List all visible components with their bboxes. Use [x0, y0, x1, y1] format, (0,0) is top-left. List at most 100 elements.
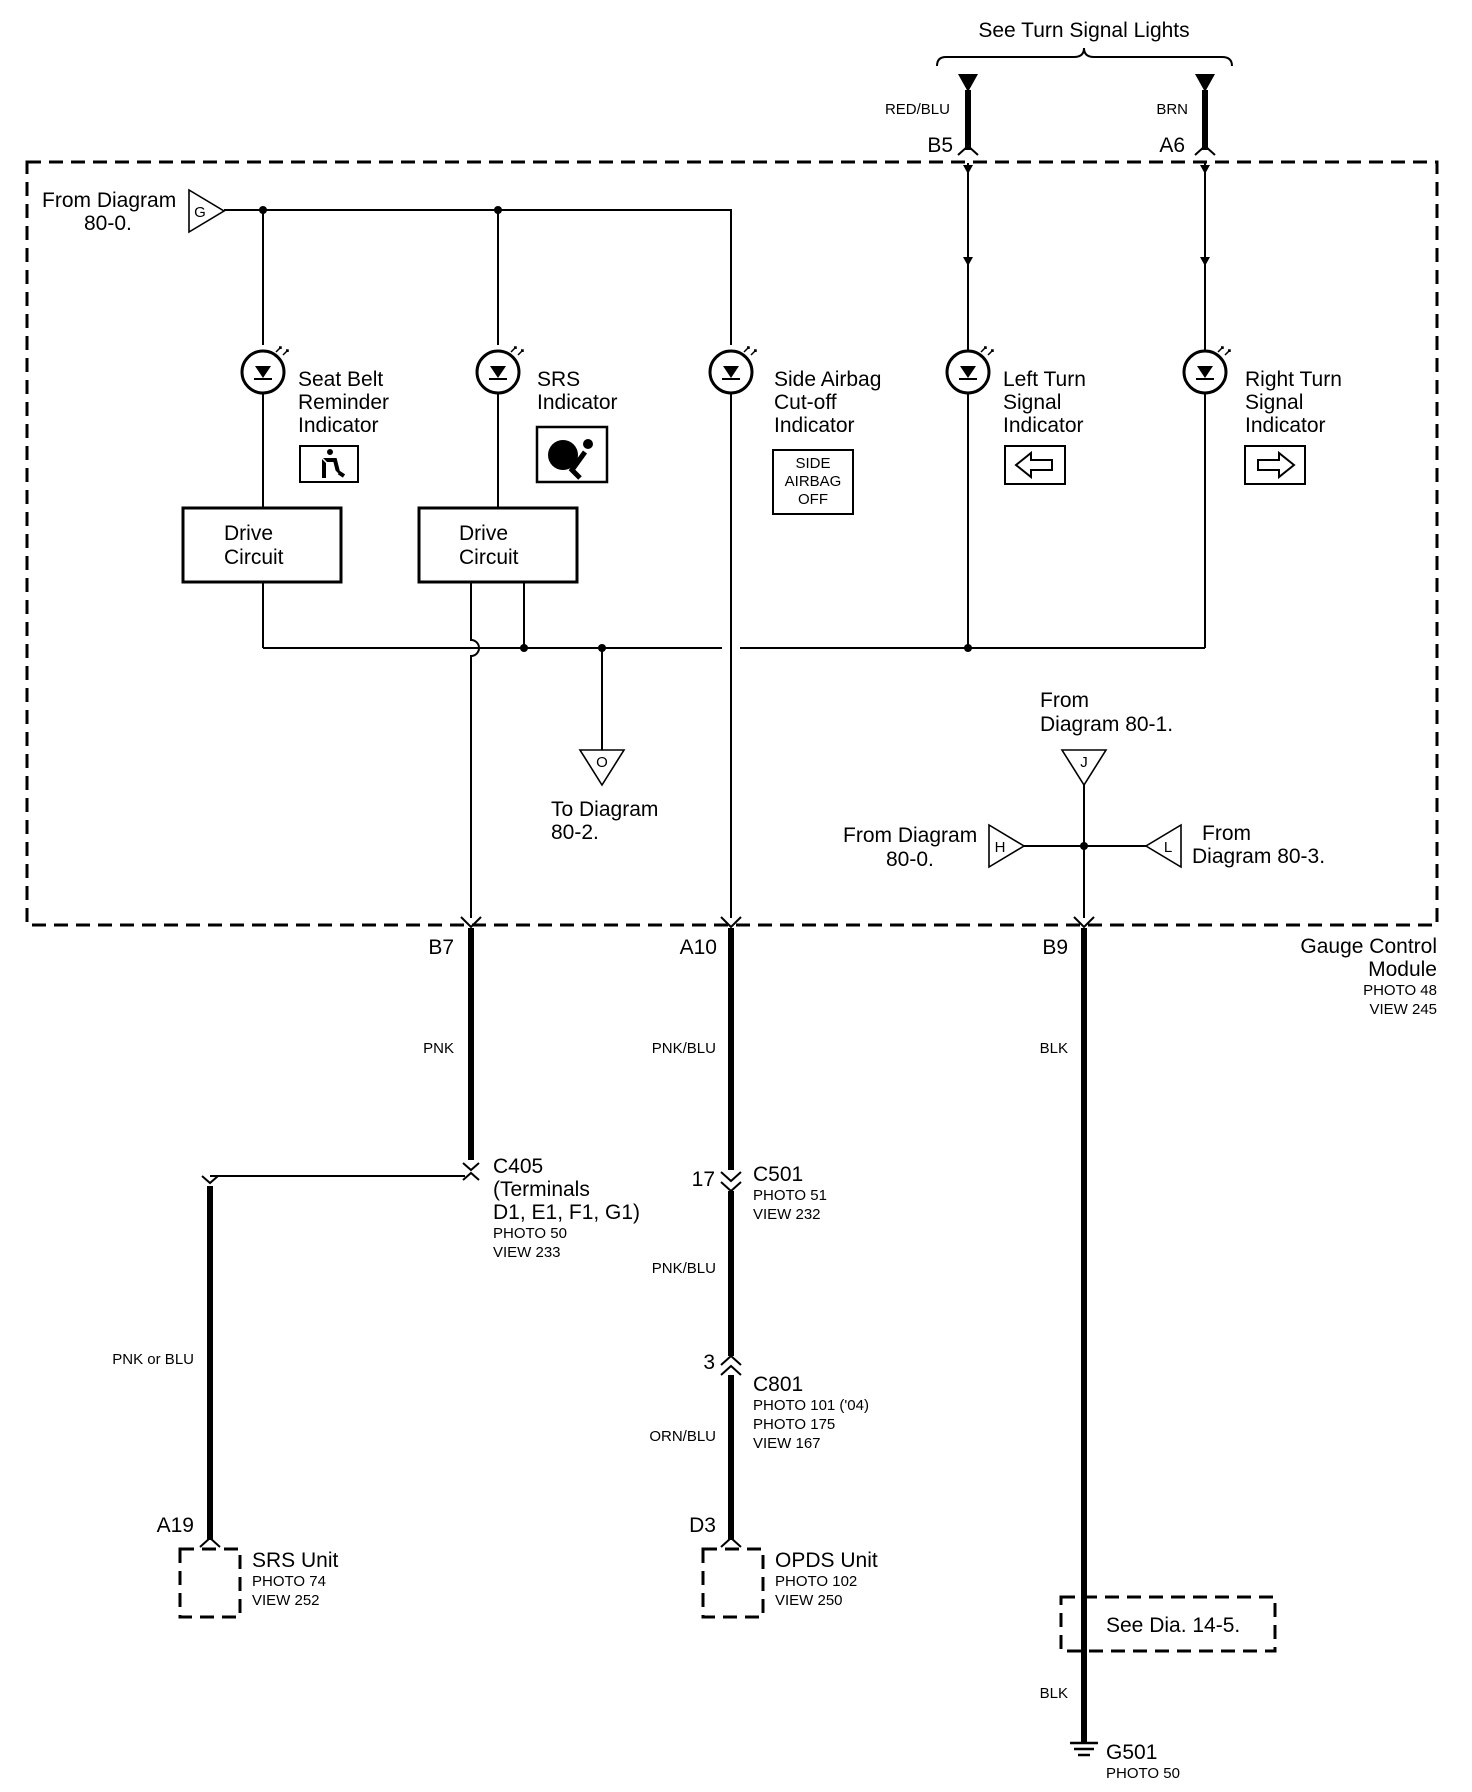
left-arrow-icon	[1004, 445, 1066, 485]
junction-dc2	[520, 644, 528, 652]
left-turn-label-2: Signal	[1003, 391, 1061, 414]
gauge-control-module-boundary	[25, 160, 1439, 927]
right-turn-lamp-icon	[1182, 346, 1231, 395]
srs-unit-view: VIEW 252	[252, 1592, 320, 1609]
ref-j-line1: From	[1040, 689, 1089, 712]
pin-a19: A19	[157, 1514, 194, 1537]
opds-unit-name: OPDS Unit	[775, 1549, 878, 1572]
c801-label: C801	[753, 1373, 803, 1396]
left-turn-label-3: Indicator	[1003, 414, 1084, 437]
c405-mark-top	[462, 1162, 480, 1172]
ref-l-line2: Diagram 80-3.	[1192, 845, 1325, 868]
c801-connector-mark	[720, 1354, 742, 1376]
right-turn-label-1: Right Turn	[1245, 368, 1342, 391]
wire-color-blk-1: BLK	[1040, 1040, 1068, 1057]
wire-terminal-b5	[958, 74, 978, 92]
module-view: VIEW 245	[1369, 1001, 1437, 1018]
svg-text:SIDE: SIDE	[795, 455, 830, 472]
c801-photo-2: PHOTO 175	[753, 1416, 835, 1433]
ground-icon	[1070, 1741, 1098, 1757]
side-airbag-off-badge: SIDE AIRBAG OFF	[772, 449, 854, 515]
pin-d3: D3	[689, 1514, 716, 1537]
pin-chevron-a6	[1194, 144, 1216, 156]
ground-photo: PHOTO 50	[1106, 1765, 1180, 1782]
c801-view: VIEW 167	[753, 1435, 821, 1452]
srs-unit-name: SRS Unit	[252, 1549, 339, 1572]
ref-h-line1: From Diagram	[843, 824, 977, 847]
pin-a6: A6	[1159, 134, 1185, 157]
pin-chevron-d3	[720, 1536, 742, 1548]
wire-color-red-blu: RED/BLU	[885, 101, 950, 118]
seat-belt-label-3: Indicator	[298, 414, 379, 437]
ref-o-triangle	[578, 749, 626, 787]
ref-g-line2: 80-0.	[84, 212, 132, 235]
ref-j-triangle	[1060, 749, 1108, 787]
see-dia-box	[1059, 1595, 1277, 1653]
ref-h-line2: 80-0.	[886, 848, 934, 871]
seat-belt-label-1: Seat Belt	[298, 368, 383, 391]
c405-srs-chevron	[201, 1175, 219, 1185]
wire-color-pnk-blu-1: PNK/BLU	[652, 1040, 716, 1057]
seat-belt-label-2: Reminder	[298, 391, 389, 414]
drive-circuit-box-2	[417, 506, 579, 584]
pin-chevron-a19	[199, 1536, 221, 1548]
module-name-2: Module	[1368, 958, 1437, 981]
ref-o-line1: To Diagram	[551, 798, 658, 821]
c405-mark-bottom	[462, 1171, 480, 1181]
ground-g501: G501	[1106, 1741, 1157, 1764]
see-turn-signal-label: See Turn Signal Lights	[978, 19, 1189, 42]
svg-text:OFF: OFF	[798, 491, 828, 508]
c405-view: VIEW 233	[493, 1244, 561, 1261]
module-name-1: Gauge Control	[1300, 935, 1437, 958]
opds-unit-view: VIEW 250	[775, 1592, 843, 1609]
side-airbag-label-2: Cut-off	[774, 391, 837, 414]
wire-color-pnk-or-blu: PNK or BLU	[112, 1351, 194, 1368]
c501-view: VIEW 232	[753, 1206, 821, 1223]
pin-a10: A10	[680, 936, 717, 959]
wire-color-pnk-blu-2: PNK/BLU	[652, 1260, 716, 1277]
wire-color-brn: BRN	[1156, 101, 1188, 118]
pin-b7: B7	[428, 936, 454, 959]
junction-jhl	[1080, 842, 1088, 850]
bus-g	[224, 209, 732, 345]
srs-unit-photo: PHOTO 74	[252, 1573, 326, 1590]
left-feed-arrow-up	[963, 165, 973, 174]
module-photo: PHOTO 48	[1363, 982, 1437, 999]
wire-color-orn-blu: ORN/BLU	[649, 1428, 716, 1445]
srs-label-1: SRS	[537, 368, 580, 391]
opds-unit-photo: PHOTO 102	[775, 1573, 857, 1590]
c501-connector-mark	[720, 1171, 742, 1193]
drive-circuit-box-1	[181, 506, 343, 584]
c801-pin: 3	[703, 1351, 715, 1374]
drive-circuit-1-line2: Circuit	[224, 546, 284, 569]
airbag-icon	[535, 425, 609, 484]
wire-color-pnk: PNK	[423, 1040, 454, 1057]
srs-label-2: Indicator	[537, 391, 618, 414]
seat-belt-lamp-icon	[240, 346, 289, 395]
c501-photo: PHOTO 51	[753, 1187, 827, 1204]
c405-label-2: (Terminals	[493, 1178, 590, 1201]
left-turn-lamp-icon	[945, 346, 994, 395]
ref-g-triangle	[188, 188, 226, 234]
drive-circuit-2-line1: Drive	[459, 522, 508, 545]
ref-l-line1: From	[1202, 822, 1251, 845]
pin-chevron-a10	[720, 916, 742, 929]
pin-b5: B5	[927, 134, 953, 157]
svg-text:AIRBAG: AIRBAG	[785, 473, 842, 490]
side-airbag-label-1: Side Airbag	[774, 368, 881, 391]
srs-unit-box	[178, 1547, 242, 1619]
pin-b9: B9	[1042, 936, 1068, 959]
drive-circuit-2-line2: Circuit	[459, 546, 519, 569]
ref-o-letter: O	[596, 754, 608, 771]
c501-label: C501	[753, 1163, 803, 1186]
left-turn-label-1: Left Turn	[1003, 368, 1086, 391]
c801-photo-1: PHOTO 101 ('04)	[753, 1397, 869, 1414]
wire-dc2-to-b7	[470, 582, 480, 918]
seatbelt-icon	[299, 445, 359, 483]
right-turn-label-2: Signal	[1245, 391, 1303, 414]
pin-chevron-b5	[957, 144, 979, 156]
srs-lamp-icon	[475, 346, 524, 395]
ref-l-triangle	[1144, 823, 1182, 869]
side-airbag-label-3: Indicator	[774, 414, 855, 437]
